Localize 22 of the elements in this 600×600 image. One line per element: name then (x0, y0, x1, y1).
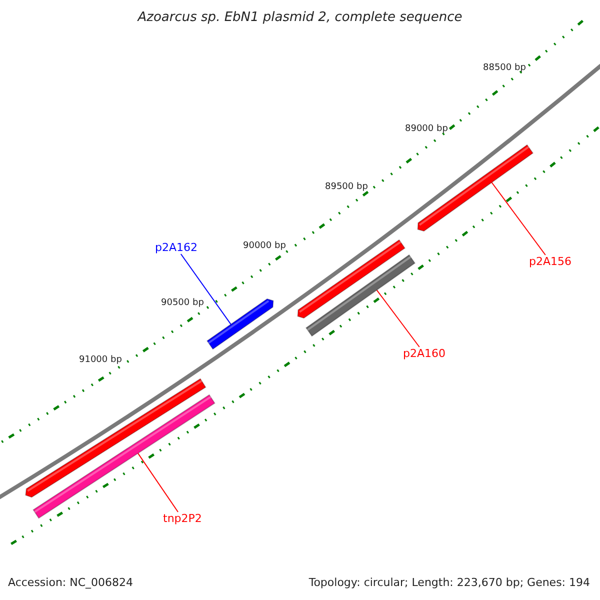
gene-bar (25, 378, 206, 498)
gene-bar (297, 239, 405, 319)
gene-bar (207, 298, 274, 350)
gene-label: tnp2P2 (163, 512, 202, 525)
leader-line (138, 452, 179, 512)
title: Azoarcus sp. EbN1 plasmid 2, complete sequence (136, 10, 464, 25)
gene-label: p2A156 (529, 255, 572, 268)
tick-label: 89500 bp (325, 182, 368, 192)
leader-line (491, 182, 546, 256)
tick-label: 90000 bp (243, 241, 286, 251)
leader-line (180, 254, 232, 325)
tick-label: 89000 bp (405, 124, 448, 134)
tick-label: 91000 bp (79, 355, 122, 365)
leader-line (376, 290, 420, 348)
tick-label: 90500 bp (161, 298, 204, 308)
summary-text: Topology: circular; Length: 223,670 bp; Genes: 194 (308, 576, 590, 589)
gene-bar (306, 254, 415, 337)
accession-text: Accession: NC_006824 (8, 576, 134, 589)
tick-label: 88500 bp (483, 63, 526, 73)
gene-label: p2A162 (155, 241, 198, 254)
gene-label: p2A160 (403, 347, 446, 360)
gene-bar (417, 144, 533, 232)
